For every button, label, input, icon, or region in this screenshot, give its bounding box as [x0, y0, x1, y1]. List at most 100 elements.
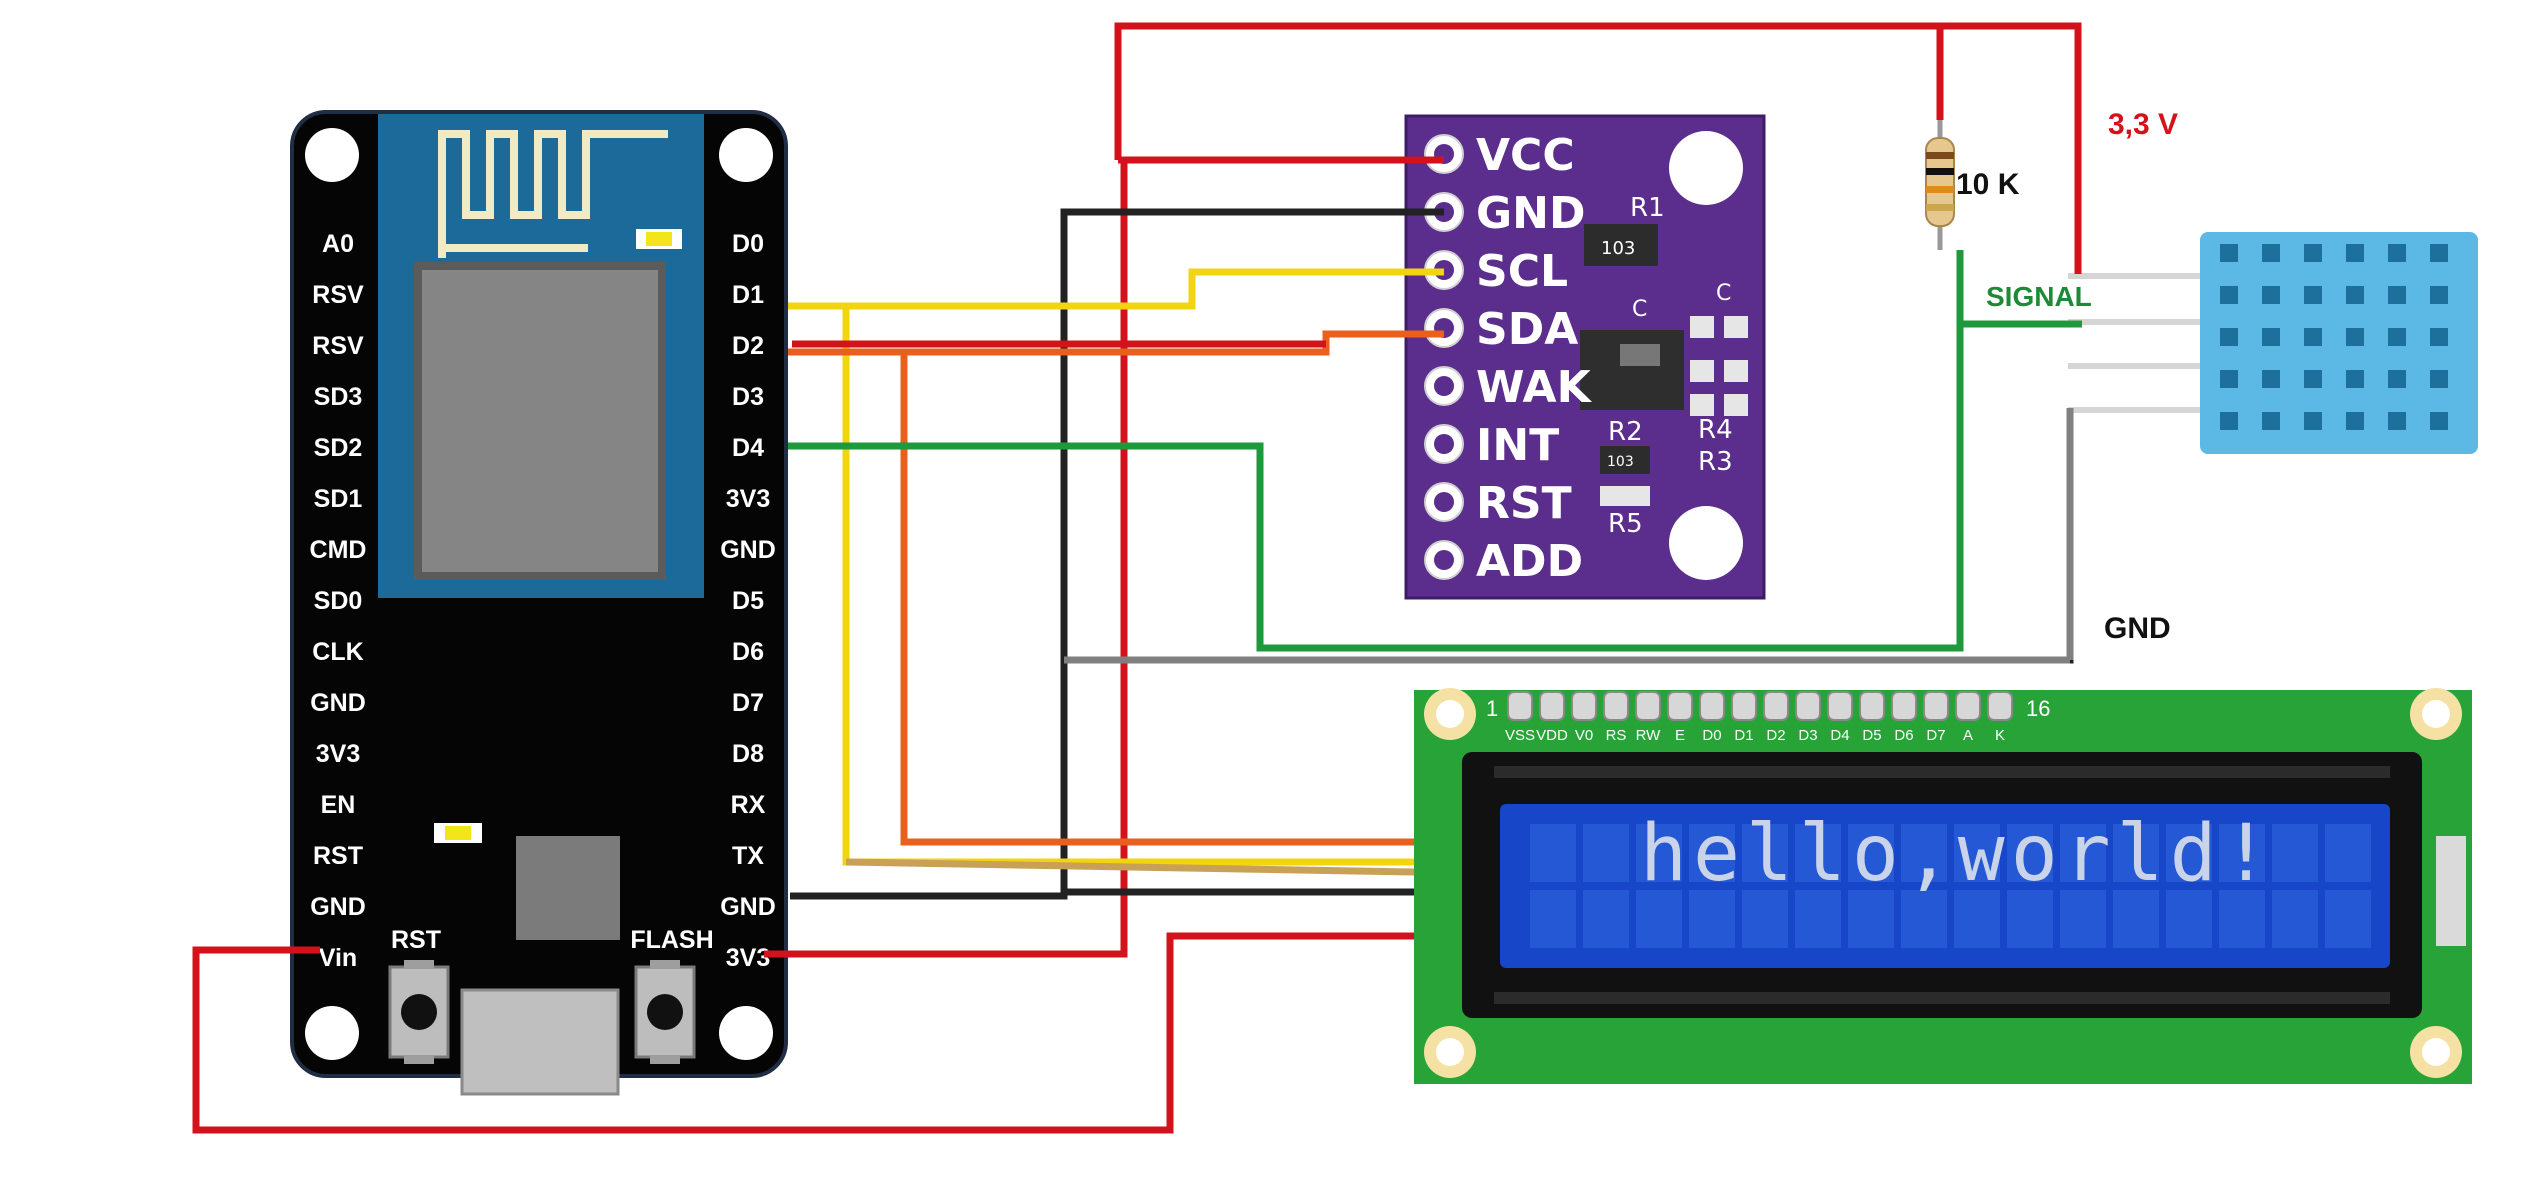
- esp-right-pin-label: 3V3: [726, 944, 770, 972]
- dht-vent-icon: [2262, 412, 2280, 430]
- silk-r3: R3: [1698, 447, 1733, 477]
- resistor-label: 10 K: [1956, 168, 2020, 201]
- lcd-cell: [1742, 890, 1788, 948]
- resistor-10k: [1925, 120, 1955, 250]
- esp-right-pin-label: D2: [732, 332, 764, 360]
- lcd-pin-header: [1507, 691, 2013, 721]
- sensor-pin-label: WAK: [1476, 362, 1593, 413]
- lcd-header-pin-icon: [1923, 691, 1949, 721]
- lcd-cell: [2219, 824, 2265, 882]
- mounting-hole-icon: [305, 1006, 359, 1060]
- lcd-character-cells: [1530, 824, 2371, 948]
- dht-vent-icon: [2220, 286, 2238, 304]
- lcd-cell: [1901, 890, 1947, 948]
- usb-chip: [516, 836, 620, 940]
- lcd-header-pin-icon: [1859, 691, 1885, 721]
- lcd-pin-label: D7: [1926, 727, 1945, 744]
- silk-c2: C: [1716, 281, 1731, 306]
- esp-left-pin-label: RST: [313, 842, 363, 870]
- lcd-pin-end: 16: [2026, 696, 2050, 721]
- dht-vent-icon: [2262, 286, 2280, 304]
- silk-r4: R4: [1698, 415, 1733, 445]
- lcd-cell: [2060, 890, 2106, 948]
- sensor-pin-label: RST: [1476, 478, 1572, 529]
- sensor-pin-hole-icon: [1434, 492, 1454, 512]
- wire-vin: [192, 932, 1414, 1134]
- lcd-cell: [1795, 890, 1841, 948]
- resistor-r1: [1584, 224, 1658, 266]
- esp-right-pin-label: GND: [720, 536, 776, 564]
- esp-right-pin-label: D5: [732, 587, 764, 615]
- esp-left-pin-label: CLK: [312, 638, 363, 666]
- wire-tan-trace: [845, 858, 1415, 876]
- dht-vent-icon: [2388, 412, 2406, 430]
- lcd-pin-label: D3: [1798, 727, 1817, 744]
- lcd-header-pin-icon: [1699, 691, 1725, 721]
- lcd-cell: [2219, 890, 2265, 948]
- lcd-header-pin-icon: [1891, 691, 1917, 721]
- dht-vent-icon: [2220, 328, 2238, 346]
- lcd-cell: [2325, 890, 2371, 948]
- esp-left-pin-label: CMD: [310, 536, 367, 564]
- lcd-pin-label: D1: [1734, 727, 1753, 744]
- lcd-pin-label: RS: [1606, 727, 1627, 744]
- lcd-cell: [2060, 824, 2106, 882]
- dht-vent-icon: [2430, 370, 2448, 388]
- lcd-pin-label: A: [1963, 727, 1973, 744]
- lcd-cell: [2113, 890, 2159, 948]
- mounting-hole-icon: [1669, 506, 1743, 580]
- lcd-pin-label: D4: [1830, 727, 1849, 744]
- dht-vent-icon: [2262, 328, 2280, 346]
- lcd-pin-label: RW: [1636, 727, 1662, 744]
- lcd-pin-label: D2: [1766, 727, 1785, 744]
- lcd-cell: [1954, 824, 2000, 882]
- dht-vent-icon: [2220, 244, 2238, 262]
- lcd-header-pin-icon: [1603, 691, 1629, 721]
- sensor-pin-label: ADD: [1476, 536, 1583, 587]
- shield-can: [414, 262, 666, 580]
- mounting-hole-icon: [719, 1006, 773, 1060]
- sensor-pin-hole-icon: [1434, 376, 1454, 396]
- dht-vent-icon: [2346, 244, 2364, 262]
- dht-vent-icon: [2304, 286, 2322, 304]
- esp-left-pin-label: SD1: [314, 485, 363, 513]
- wire-gnd-esp: [790, 660, 1068, 900]
- esp8266-board: RST FLASH A0RSVRSVSD3SD2SD1CMDSD0CLKGND3…: [290, 110, 788, 1096]
- esp-left-pin-label: SD3: [314, 383, 363, 411]
- esp-right-pin-label: D0: [732, 230, 764, 258]
- silk-103-b: 103: [1607, 454, 1634, 470]
- dht-vent-icon: [2430, 412, 2448, 430]
- lcd-cell: [1954, 890, 2000, 948]
- esp-right-pin-label: D8: [732, 740, 764, 768]
- dht-vent-icon: [2346, 370, 2364, 388]
- esp-right-pin-label: GND: [720, 893, 776, 921]
- wire-sda-lcd: [900, 352, 1414, 846]
- esp-right-pin-label: RX: [731, 791, 766, 819]
- lcd-cell: [1636, 824, 1682, 882]
- lcd-pin-label: D5: [1862, 727, 1881, 744]
- lcd-cell: [2007, 824, 2053, 882]
- silk-r1: R1: [1630, 193, 1665, 223]
- lcd-cell: [2166, 890, 2212, 948]
- wire-signal: [788, 320, 2082, 652]
- rst-button[interactable]: [388, 960, 450, 1064]
- led-icon: [445, 826, 471, 840]
- lcd-text: hello,world!: [1640, 809, 2276, 899]
- lcd-pin-label: E: [1675, 727, 1685, 744]
- lcd-cell: [1530, 890, 1576, 948]
- sensor-pin-label: VCC: [1476, 130, 1575, 181]
- signal-label: SIGNAL: [1986, 281, 2092, 312]
- sensor-chip: [1580, 330, 1684, 410]
- lcd-cell: [2007, 890, 2053, 948]
- esp-left-pin-label: A0: [322, 230, 354, 258]
- usb-port: [460, 988, 620, 1096]
- wire-scl-lcd: [842, 306, 1414, 866]
- flash-button[interactable]: [634, 960, 696, 1064]
- lcd-header-pin-icon: [1955, 691, 1981, 721]
- wire-scl: [788, 268, 1444, 310]
- sensor-module: R1 103 R2 103 R4 R3 R5 C C VCCGNDSCLSDAW…: [1404, 114, 1766, 600]
- lcd-cell: [1583, 890, 1629, 948]
- silk-c: C: [1632, 297, 1647, 322]
